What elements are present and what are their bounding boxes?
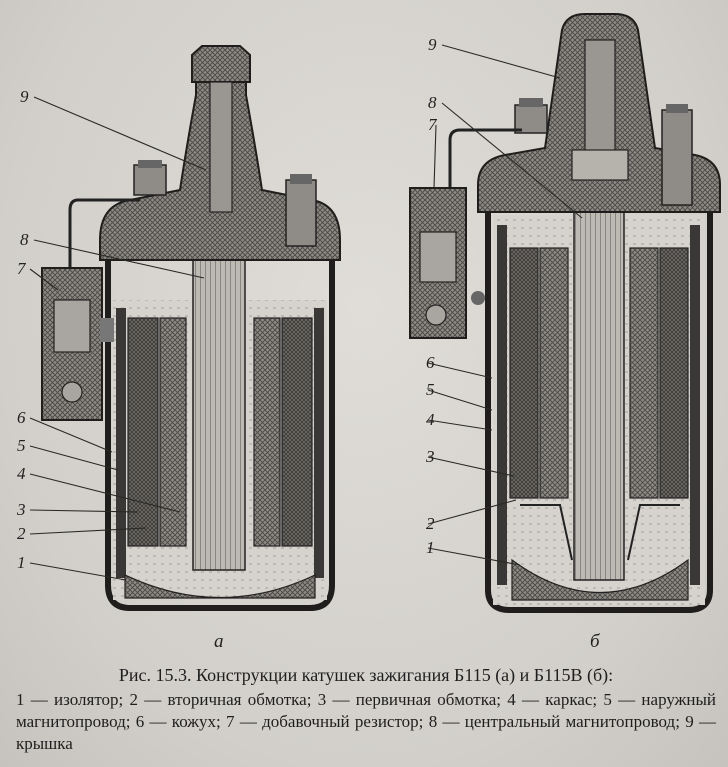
callout-b-2: 2 [426,514,435,533]
callout-b-1: 1 [426,538,435,557]
callout-a-2: 2 [17,524,26,543]
coil-a-hv-terminal [191,45,251,83]
coil-b-resistor-bolt [419,231,457,283]
callout-b-7: 7 [428,115,438,134]
coil-a-secondary-left [127,317,159,547]
coil-a-terminal-right-nut [290,174,312,184]
coil-b-outer-core-left [497,225,507,585]
leader-lines [29,44,583,581]
coil-b-secondary-right [659,247,689,499]
coil-a-resistor-nut [61,381,83,403]
coil-b-hv-contact [584,39,616,153]
callout-a-5: 5 [17,436,26,455]
coil-b-outer-core-right [690,225,700,585]
figure-caption: Рис. 15.3. Конструкции катушек зажигания… [16,664,716,755]
coil-a-terminal-left [133,164,167,196]
coil-a-bracket [100,318,114,342]
coil-b-resistor-nut [425,304,447,326]
callout-b-9: 9 [428,35,437,54]
callout-b-8: 8 [428,93,437,112]
callout-b-6: 6 [426,353,435,372]
coil-a-resistor-bolt [53,299,91,353]
coil-a-hv-contact [209,81,233,213]
coil-b-bracket [471,291,485,305]
coil-a-resistor-wire [68,198,140,270]
callout-a-6: 6 [17,408,26,427]
figure-title: Рис. 15.3. Конструкции катушек зажигания… [118,665,614,685]
callout-a-7: 7 [17,259,27,278]
coil-a-drawing [41,45,341,611]
callouts-coil-a: 9 8 7 6 5 4 3 2 1 [16,87,29,572]
callout-a-3: 3 [16,500,26,519]
callout-a-8: 8 [20,230,29,249]
coil-a-housing [105,260,335,611]
coil-b-secondary-left [509,247,539,499]
coil-a-primary-left [159,317,187,547]
coil-a-outer-core-right [314,308,324,578]
coil-b-frame-bottom [520,504,680,561]
coil-b-central-core [573,179,625,581]
callout-b-3: 3 [425,447,435,466]
coil-b-core-cap [571,149,629,181]
callout-a-9: 9 [20,87,29,106]
callout-a-1: 1 [17,553,26,572]
coil-a-insulator [124,574,316,599]
coil-a-primary-right [253,317,281,547]
coil-a-secondary-right [281,317,313,547]
callout-a-4: 4 [17,464,26,483]
coil-b-primary-left [539,247,569,499]
coil-a-central-core [192,247,246,571]
coil-b-housing [485,200,713,613]
coil-b-resistor-wire [448,128,522,190]
sublabel-a: а [214,631,224,652]
coil-drawings: 9 8 7 6 5 4 3 2 1 9 8 7 6 5 4 3 2 1 а б [16,13,721,652]
callout-b-4: 4 [426,410,435,429]
sublabel-b: б [590,631,601,652]
coil-b-terminal-left [514,104,548,134]
coil-b-primary-right [629,247,659,499]
coil-a-terminal-right [285,179,317,247]
coil-a-terminal-left-nut [138,160,162,168]
coil-b-insulator [511,558,689,601]
coil-b-terminal-left-nut [519,98,543,107]
callout-b-5: 5 [426,380,435,399]
coil-a-outer-core-left [116,308,126,578]
figure-legend: 1 — изолятор; 2 — вторичная обмотка; 3 —… [16,690,716,753]
coil-b-terminal-right-nut [666,104,688,113]
callouts-coil-b: 9 8 7 6 5 4 3 2 1 [425,35,438,557]
coil-b-terminal-right [661,109,693,206]
coil-b-drawing [409,13,721,613]
